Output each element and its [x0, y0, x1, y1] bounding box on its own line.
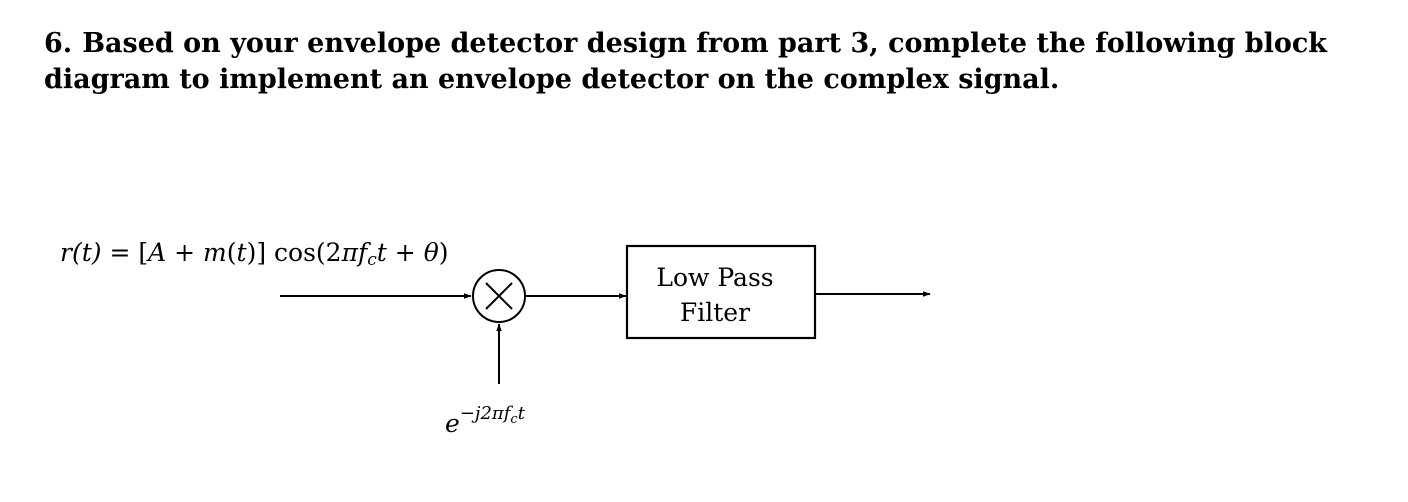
input-part: π: [341, 238, 359, 267]
input-part: c: [367, 250, 377, 270]
input-part: f: [356, 238, 371, 267]
multiplier-symbol: [472, 269, 526, 323]
low-pass-filter-block: [625, 244, 817, 340]
input-part: m: [203, 238, 227, 267]
input-part: t: [237, 238, 248, 267]
question-number: 6.: [44, 28, 73, 59]
input-signal-label: r(t) = [A + m(t)] cos(2πfct + θ): [60, 238, 449, 270]
oscillator-exponent: −j2πf: [460, 403, 514, 424]
input-part: +: [387, 238, 424, 267]
oscillator-base: e: [445, 409, 460, 438]
input-lhs: r(t) =: [60, 238, 138, 267]
input-part: θ: [424, 238, 439, 267]
input-part: +: [166, 238, 203, 267]
input-part: )] cos(2: [247, 238, 342, 267]
oscillator-exponent-tail: t: [518, 403, 526, 424]
question-body: Based on your envelope detector design f…: [44, 28, 1328, 95]
filter-label-line2: Filter: [680, 298, 750, 327]
input-part: [: [138, 238, 148, 267]
filter-label-line1: Low Pass: [656, 263, 773, 292]
input-part: ): [439, 238, 449, 267]
input-part: (: [227, 238, 237, 267]
input-part: A: [146, 238, 166, 267]
input-part: t: [377, 238, 388, 267]
question-text: 6.Based on your envelope detector design…: [44, 26, 1374, 98]
oscillator-exponent-sub: c: [510, 412, 518, 427]
oscillator-label: e−j2πfct: [445, 403, 526, 438]
